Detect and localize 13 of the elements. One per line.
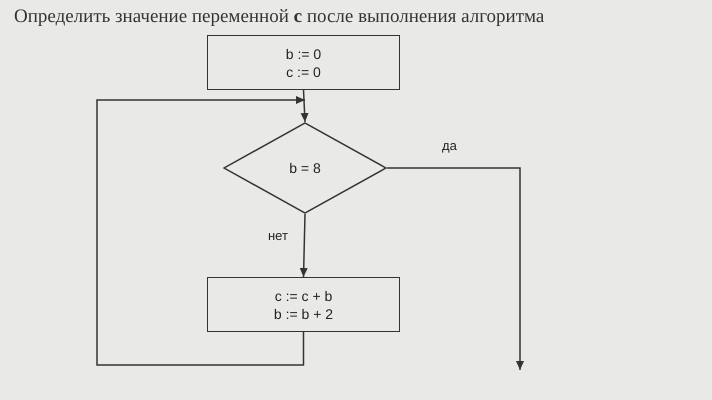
title: Определить значение переменной c после выполнения алгоритма [14,6,544,28]
node-text: b = 8 [289,159,321,177]
arrow [96,96,305,366]
process-box [207,35,400,90]
node-text: b := b + 2 [274,304,334,322]
decision-diamond [223,122,387,214]
node-text: b := 0 [286,44,322,62]
arrow [300,90,309,122]
node-text: c := 0 [286,62,321,80]
arrow [300,214,308,278]
process-box [207,277,400,332]
node-text: c := c + b [274,286,332,304]
arrow [387,167,524,370]
